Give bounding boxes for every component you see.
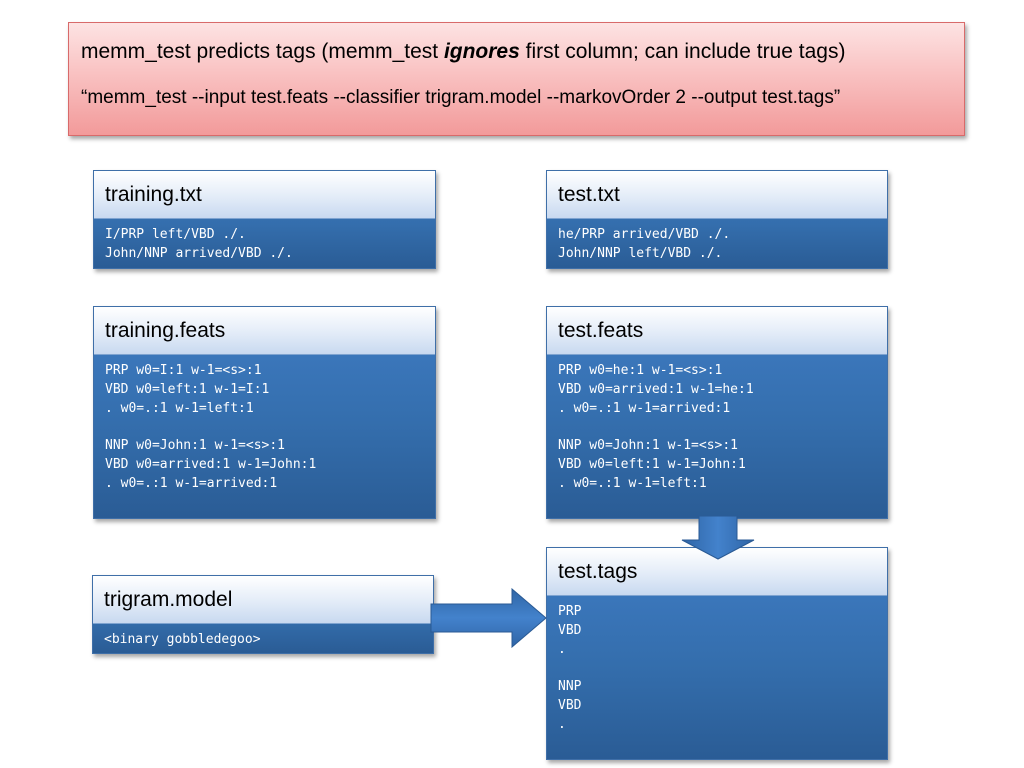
training-feats-content: PRP w0=I:1 w-1=<s>:1 VBD w0=left:1 w-1=I… [105, 363, 317, 491]
test-txt-content: he/PRP arrived/VBD ./. John/NNP left/VBD… [558, 227, 731, 261]
training-txt-title: training.txt [94, 171, 435, 219]
description-text: memm_test predicts tags (memm_test ignor… [81, 37, 952, 67]
training-txt-content: I/PRP left/VBD ./. John/NNP arrived/VBD … [105, 227, 293, 261]
test-txt-title: test.txt [547, 171, 887, 219]
training-feats-box: training.feats PRP w0=I:1 w-1=<s>:1 VBD … [93, 306, 436, 519]
command-description-box: memm_test predicts tags (memm_test ignor… [68, 22, 965, 136]
command-line-text: “memm_test --input test.feats --classifi… [81, 87, 841, 108]
description-prefix: memm_test predicts tags (memm_test [81, 40, 444, 63]
training-feats-title: training.feats [94, 307, 435, 355]
right-arrow-icon [430, 588, 547, 648]
test-feats-box: test.feats PRP w0=he:1 w-1=<s>:1 VBD w0=… [546, 306, 888, 519]
test-txt-box: test.txt he/PRP arrived/VBD ./. John/NNP… [546, 170, 888, 269]
test-tags-content: PRP VBD . NNP VBD . [558, 604, 582, 732]
test-tags-box: test.tags PRP VBD . NNP VBD . [546, 547, 888, 760]
trigram-model-content: <binary gobbledegoo> [104, 632, 261, 647]
trigram-model-title: trigram.model [93, 576, 433, 624]
description-suffix: first column; can include true tags) [519, 40, 846, 63]
training-txt-box: training.txt I/PRP left/VBD ./. John/NNP… [93, 170, 436, 269]
description-emphasis: ignores [443, 40, 520, 63]
test-feats-title: test.feats [547, 307, 887, 355]
test-feats-content: PRP w0=he:1 w-1=<s>:1 VBD w0=arrived:1 w… [558, 363, 754, 491]
trigram-model-box: trigram.model <binary gobbledegoo> [92, 575, 434, 654]
down-arrow-icon [681, 516, 755, 560]
